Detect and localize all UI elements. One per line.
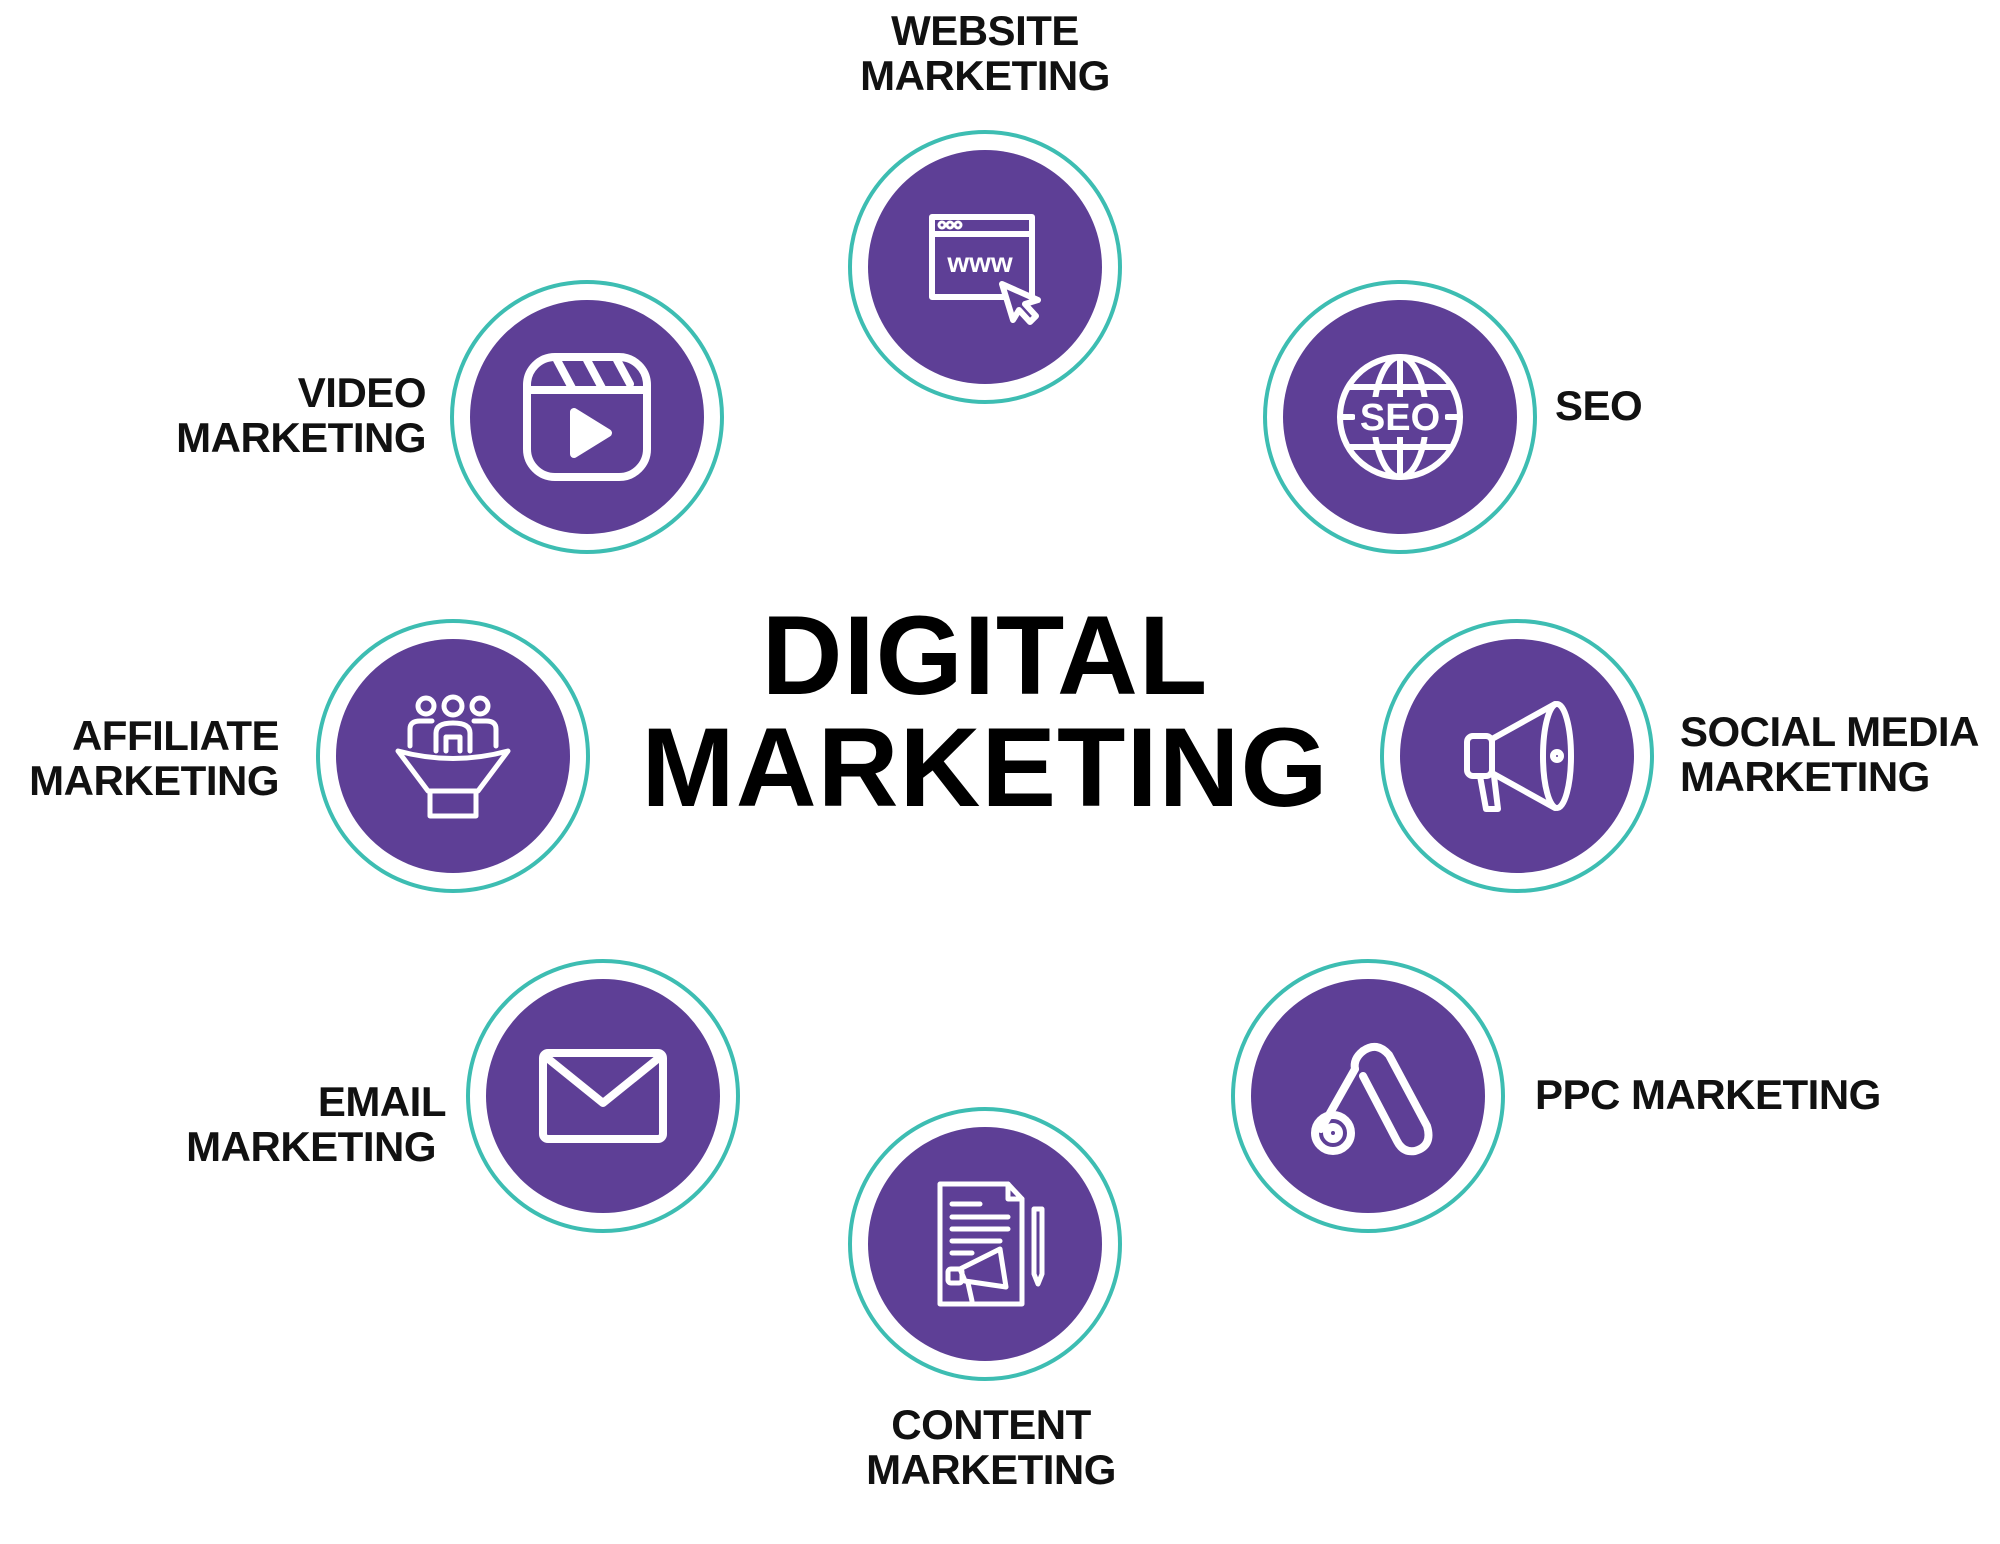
content-marketing-node [848, 1107, 1122, 1381]
icon-circle [486, 979, 720, 1213]
ppc-marketing-label: PPC MARKETING [1535, 1072, 1881, 1117]
label-line: AFFILIATE [71, 712, 280, 759]
label-line: SOCIAL MEDIA [1680, 708, 1979, 755]
affiliate-marketing-node [316, 619, 590, 893]
label-line: MARKETING [1680, 753, 1930, 800]
icon-circle [470, 300, 704, 534]
video-marketing-node [450, 280, 724, 554]
icon-circle: www [868, 150, 1102, 384]
label-line: CONTENT [891, 1401, 1091, 1448]
label-line: WEBSITE [891, 7, 1079, 54]
icon-circle [336, 639, 570, 873]
video-play-icon [523, 353, 651, 481]
label-line: MARKETING [186, 1123, 436, 1170]
label-line: VIDEO [297, 369, 427, 416]
label-line: MARKETING [176, 414, 426, 461]
title-line1: DIGITAL [761, 593, 1209, 718]
label-line: MARKETING [866, 1446, 1116, 1493]
diagram-title: DIGITAL MARKETING [641, 600, 1328, 824]
icon-circle [868, 1127, 1102, 1361]
title-line2: MARKETING [641, 705, 1329, 830]
label-line: MARKETING [29, 757, 279, 804]
label-line: EMAIL [317, 1078, 447, 1125]
icon-circle [1251, 979, 1485, 1213]
ads-logo-icon [1311, 1042, 1433, 1156]
website-marketing-node: www [848, 130, 1122, 404]
icon-circle: SEO [1283, 300, 1517, 534]
svg-text:SEO: SEO [1360, 397, 1440, 439]
label-line: MARKETING [860, 52, 1110, 99]
people-funnel-icon [395, 694, 511, 819]
browser-www-cursor-icon: www [929, 214, 1041, 325]
megaphone-icon [1464, 701, 1574, 812]
social-media-marketing-node [1380, 619, 1654, 893]
label-line: PPC MARKETING [1535, 1071, 1881, 1118]
seo-node: SEO [1263, 280, 1537, 554]
ppc-marketing-node [1231, 959, 1505, 1233]
icon-circle [1400, 639, 1634, 873]
seo-label: SEO [1555, 382, 1643, 429]
email-marketing-node [466, 959, 740, 1233]
label-line: SEO [1555, 382, 1643, 429]
globe-seo-icon: SEO [1337, 354, 1463, 480]
envelope-icon [539, 1049, 667, 1143]
document-megaphone-icon [937, 1181, 1045, 1307]
svg-text:www: www [946, 247, 1013, 278]
